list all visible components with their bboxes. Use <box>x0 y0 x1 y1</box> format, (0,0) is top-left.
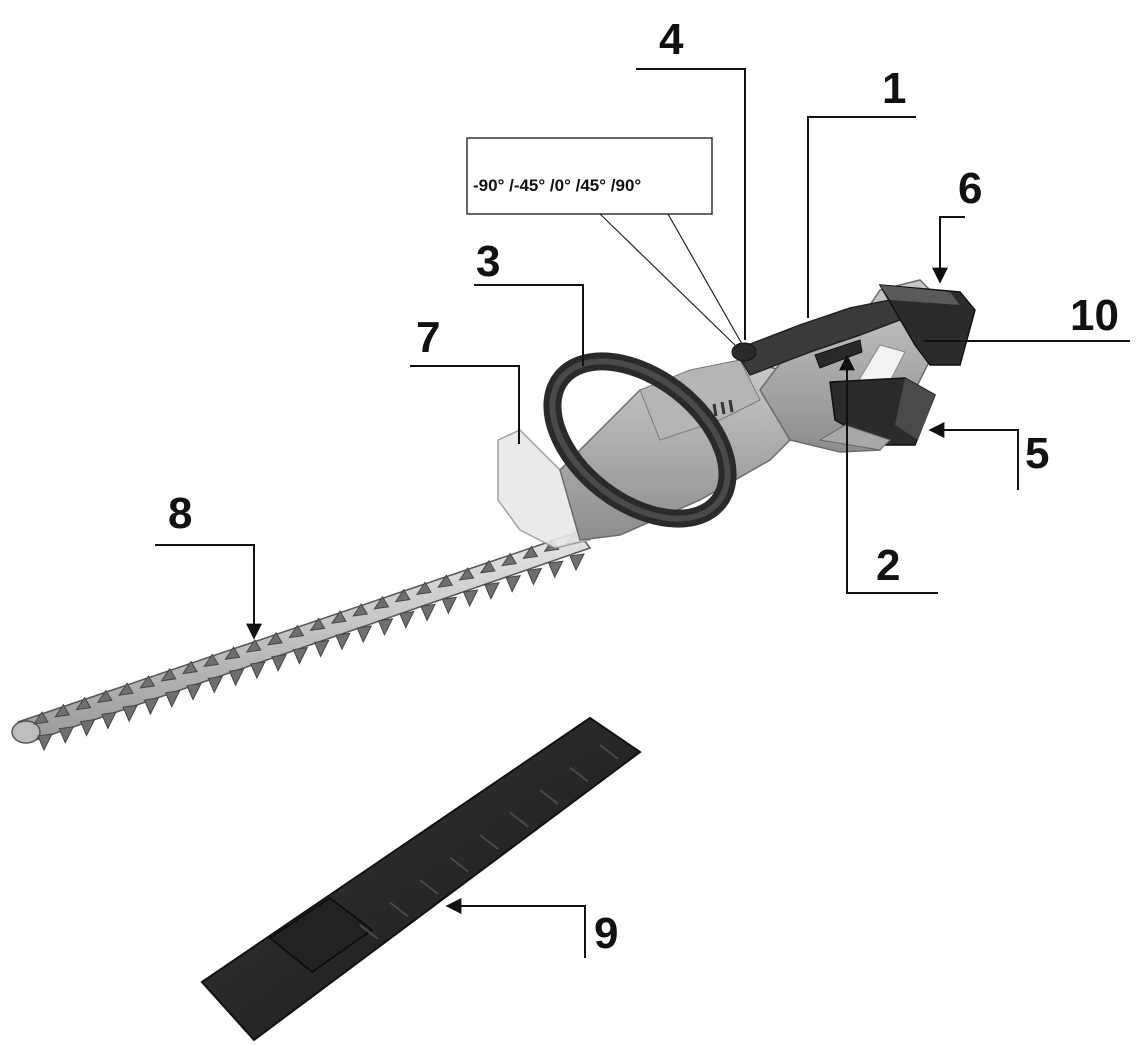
vent-slots <box>712 399 734 417</box>
battery-mount <box>818 424 891 451</box>
blade-tooth <box>118 682 134 696</box>
callout-9: 9 <box>594 909 618 958</box>
callout-1: 1 <box>882 64 906 113</box>
blade-tooth <box>75 696 92 711</box>
blade-tooth <box>164 690 181 708</box>
blade-tooth <box>186 682 202 701</box>
blade <box>11 531 592 752</box>
blade-tooth <box>548 560 564 579</box>
sheath-rib <box>419 879 439 895</box>
blade-tooth <box>58 726 75 744</box>
blade-tooth <box>96 689 113 704</box>
blade-tooth <box>394 588 411 603</box>
blade-tooth <box>416 581 432 596</box>
callout-10: 10 <box>1070 291 1119 340</box>
angle-box <box>466 137 713 215</box>
blade-tooth <box>207 675 224 694</box>
sheath-rib <box>599 744 619 760</box>
blade-tooth <box>37 733 53 752</box>
blade-tooth <box>292 646 309 665</box>
blade-tooth <box>420 603 436 622</box>
blade-tooth <box>309 617 326 632</box>
blade-tooth <box>458 567 475 581</box>
blade-tooth <box>143 697 160 716</box>
blade-tooth <box>479 559 496 574</box>
sheath-ribs <box>359 744 619 940</box>
blade-tooth <box>139 675 156 689</box>
blade-tooth <box>122 704 138 723</box>
callout-3: 3 <box>476 237 500 286</box>
callout-6: 6 <box>958 164 982 213</box>
sheath-rib <box>509 811 529 828</box>
blade-tooth <box>437 574 454 588</box>
leader-9 <box>445 898 586 958</box>
blade-tooth <box>101 711 117 730</box>
blade-tooth <box>501 552 517 567</box>
callout-4: 4 <box>659 15 684 64</box>
blade-tooth <box>335 632 351 651</box>
blade-tooth <box>54 703 71 718</box>
blade-tooth <box>313 639 330 658</box>
blade-tooth <box>526 567 543 586</box>
blade-tooth <box>79 718 96 737</box>
blade-tooth <box>352 603 369 617</box>
callout-2: 2 <box>876 541 900 590</box>
leader-2 <box>839 354 938 594</box>
blade-tooth <box>250 661 266 680</box>
blade-tooth <box>484 582 500 600</box>
callout-8: 8 <box>168 489 192 538</box>
blade-tooth <box>228 668 245 687</box>
blade-teeth <box>32 531 585 752</box>
blade-tooth <box>569 553 585 572</box>
sheath-rib <box>479 834 499 850</box>
blade-tooth <box>224 646 241 660</box>
sheath-rib <box>389 901 409 918</box>
blade-tooth <box>203 653 220 668</box>
sheath-rib <box>359 924 379 940</box>
blade-tooth <box>245 639 262 653</box>
blade-tooth <box>160 667 177 682</box>
sheath-rib <box>449 856 469 873</box>
battery-upper <box>878 284 976 366</box>
blade-tooth <box>181 660 198 675</box>
leader-1 <box>807 116 916 318</box>
angle-label: -90° /-45° /0° /45° /90° <box>473 176 641 195</box>
blade-tooth <box>522 545 539 560</box>
blade-sheath <box>200 716 642 1042</box>
callout-5: 5 <box>1025 429 1049 478</box>
blade-tooth <box>462 589 479 608</box>
blade-tooth <box>373 595 390 610</box>
blade-tooth <box>330 610 347 624</box>
sheath-rib <box>569 766 589 783</box>
blade-tooth <box>441 596 458 615</box>
leader-8 <box>155 544 262 640</box>
blade-tooth <box>271 654 287 672</box>
blade-tooth <box>267 631 283 646</box>
blade-tooth <box>505 574 522 593</box>
sheath-rib <box>539 789 559 805</box>
leader-6 <box>932 216 965 284</box>
callout-7: 7 <box>416 313 440 362</box>
blade-tooth <box>288 624 305 639</box>
leader-5 <box>928 422 1019 490</box>
front-handle <box>543 352 737 528</box>
blade-tooth <box>399 610 415 629</box>
leader-7 <box>410 365 520 444</box>
leader-4 <box>636 68 746 340</box>
blade-tooth <box>356 625 373 644</box>
blade-tooth <box>377 618 394 636</box>
blade-tooth <box>32 711 49 725</box>
leader-3 <box>474 284 584 366</box>
